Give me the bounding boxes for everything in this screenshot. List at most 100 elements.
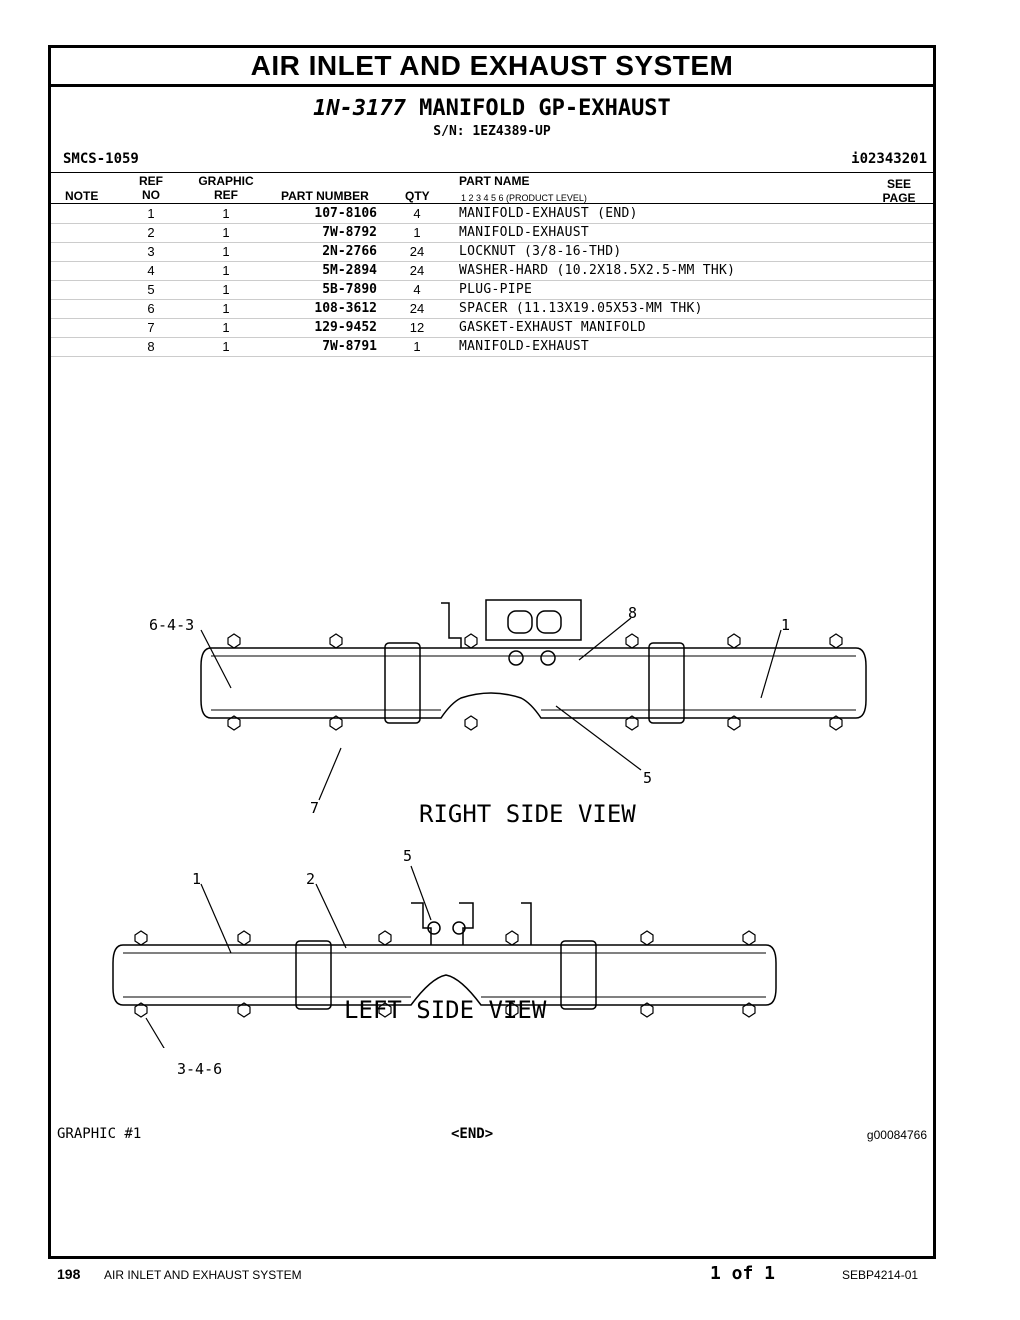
col-header-see-page-bottom: PAGE bbox=[882, 191, 916, 205]
left-manifold-pipe bbox=[123, 952, 766, 998]
group-title: 1N-3177 MANIFOLD GP-EXHAUST bbox=[51, 96, 933, 121]
document-id: SEBP4214-01 bbox=[842, 1268, 919, 1282]
ref-no: 8 bbox=[147, 339, 155, 354]
col-header-graphic-ref-top: GRAPHIC bbox=[198, 174, 254, 188]
part-name: MANIFOLD-EXHAUST bbox=[459, 225, 590, 240]
callout-right-8: 8 bbox=[628, 604, 637, 622]
table-row: 6 1 108-3612 24 SPACER (11.13X19.05X53-MM TH… bbox=[51, 300, 933, 319]
callout-left-5: 5 bbox=[403, 847, 412, 865]
right-outlet-port bbox=[536, 610, 562, 634]
table-row: 5 1 5B-7890 4 PLUG-PIPE bbox=[51, 281, 933, 300]
qty: 24 bbox=[409, 301, 425, 316]
section-title: AIR INLET AND EXHAUST SYSTEM bbox=[51, 48, 933, 87]
page-frame: AIR INLET AND EXHAUST SYSTEM 1N-3177 MAN… bbox=[48, 45, 936, 1259]
col-header-note: NOTE bbox=[65, 189, 99, 203]
right-side-view-label: RIGHT SIDE VIEW bbox=[419, 800, 636, 828]
ref-no: 3 bbox=[147, 244, 155, 259]
callout-right-643: 6-4-3 bbox=[149, 616, 194, 634]
table-row: 3 1 2N-2766 24 LOCKNUT (3/8-16-THD) bbox=[51, 243, 933, 262]
callout-right-5: 5 bbox=[643, 769, 652, 787]
part-number: 107-8106 bbox=[314, 206, 377, 221]
col-header-ref-no-top: REF bbox=[139, 174, 163, 188]
qty: 12 bbox=[409, 320, 425, 335]
col-header-graphic-ref-bottom: REF bbox=[214, 188, 238, 202]
graphic-ref: 1 bbox=[222, 301, 230, 316]
table-row: 8 1 7W-8791 1 MANIFOLD-EXHAUST bbox=[51, 338, 933, 357]
col-header-qty: QTY bbox=[405, 189, 430, 203]
col-header-ref-no-bottom: NO bbox=[142, 188, 160, 202]
ref-no: 2 bbox=[147, 225, 155, 240]
callout-left-1: 1 bbox=[192, 870, 201, 888]
callout-right-1: 1 bbox=[781, 616, 790, 634]
ref-no: 5 bbox=[147, 282, 155, 297]
part-name: MANIFOLD-EXHAUST (END) bbox=[459, 206, 638, 221]
left-sleeve-left bbox=[295, 940, 332, 1010]
part-number: 7W-8791 bbox=[322, 339, 377, 354]
left-plug bbox=[452, 921, 466, 935]
graphic-ref: 1 bbox=[222, 263, 230, 278]
part-name: WASHER-HARD (10.2X18.5X2.5-MM THK) bbox=[459, 263, 736, 278]
graphic-ref: 1 bbox=[222, 244, 230, 259]
left-sleeve-right bbox=[560, 940, 597, 1010]
left-plug bbox=[427, 921, 441, 935]
graphic-ref: 1 bbox=[222, 339, 230, 354]
end-marker: <END> bbox=[451, 1126, 494, 1142]
col-header-part-number: PART NUMBER bbox=[281, 189, 369, 203]
right-plug bbox=[508, 650, 524, 666]
ref-no: 4 bbox=[147, 263, 155, 278]
right-sleeve-left bbox=[384, 642, 421, 724]
smcs-code: SMCS-1059 bbox=[63, 151, 139, 167]
left-bracket bbox=[459, 902, 474, 945]
qty: 24 bbox=[409, 263, 425, 278]
part-name: LOCKNUT (3/8-16-THD) bbox=[459, 244, 622, 259]
graphic-ref: 1 bbox=[222, 320, 230, 335]
right-outlet-port bbox=[507, 610, 533, 634]
col-header-part-name: PART NAME bbox=[459, 174, 530, 188]
left-nuts bbox=[134, 930, 756, 1018]
right-nuts bbox=[227, 633, 843, 731]
group-part-number: 1N-3177 bbox=[313, 96, 406, 121]
part-number: 7W-8792 bbox=[322, 225, 377, 240]
table-row: 7 1 129-9452 12 GASKET-EXHAUST MANIFOLD bbox=[51, 319, 933, 338]
group-name: MANIFOLD GP-EXHAUST bbox=[419, 96, 671, 121]
qty: 24 bbox=[409, 244, 425, 259]
col-header-see-page: SEE PAGE bbox=[877, 174, 921, 205]
col-header-ref-no: REF NO bbox=[137, 174, 165, 202]
part-name: MANIFOLD-EXHAUST bbox=[459, 339, 590, 354]
qty: 4 bbox=[413, 282, 421, 297]
part-number: 108-3612 bbox=[314, 301, 377, 316]
right-plug bbox=[540, 650, 556, 666]
parts-table: 1 1 107-8106 4 MANIFOLD-EXHAUST (END) 2 1 7W-8… bbox=[51, 205, 933, 357]
right-sleeve-right bbox=[648, 642, 685, 724]
col-header-product-level: 1 2 3 4 5 6 (PRODUCT LEVEL) bbox=[461, 193, 587, 203]
serial-number: S/N: 1EZ4389-UP bbox=[433, 124, 551, 139]
header-rule bbox=[51, 172, 933, 173]
right-bracket bbox=[441, 602, 462, 648]
callout-right-7: 7 bbox=[310, 799, 319, 817]
part-name: GASKET-EXHAUST MANIFOLD bbox=[459, 320, 646, 335]
ref-no: 1 bbox=[147, 206, 155, 221]
qty: 4 bbox=[413, 206, 421, 221]
graphic-ref: 1 bbox=[222, 282, 230, 297]
page-of: 1 of 1 bbox=[710, 1263, 776, 1284]
part-name: PLUG-PIPE bbox=[459, 282, 533, 297]
part-number: 2N-2766 bbox=[322, 244, 377, 259]
qty: 1 bbox=[413, 225, 421, 240]
part-number: 129-9452 bbox=[314, 320, 377, 335]
ref-no: 6 bbox=[147, 301, 155, 316]
page-section: AIR INLET AND EXHAUST SYSTEM bbox=[104, 1268, 302, 1282]
part-number: 5B-7890 bbox=[322, 282, 377, 297]
graphic-id: g00084766 bbox=[866, 1128, 927, 1142]
column-header-rule bbox=[51, 203, 933, 204]
ref-no: 7 bbox=[147, 320, 155, 335]
manifold-illustration: 6-4-3 8 1 5 7 RIGHT SIDE VIEW bbox=[112, 599, 867, 1048]
qty: 1 bbox=[413, 339, 421, 354]
part-name: SPACER (11.13X19.05X53-MM THK) bbox=[459, 301, 703, 316]
page-number: 198 bbox=[57, 1266, 81, 1282]
callout-left-346: 3-4-6 bbox=[177, 1060, 223, 1078]
left-side-view-label: LEFT SIDE VIEW bbox=[344, 996, 547, 1024]
right-manifold-pipe bbox=[211, 655, 856, 711]
